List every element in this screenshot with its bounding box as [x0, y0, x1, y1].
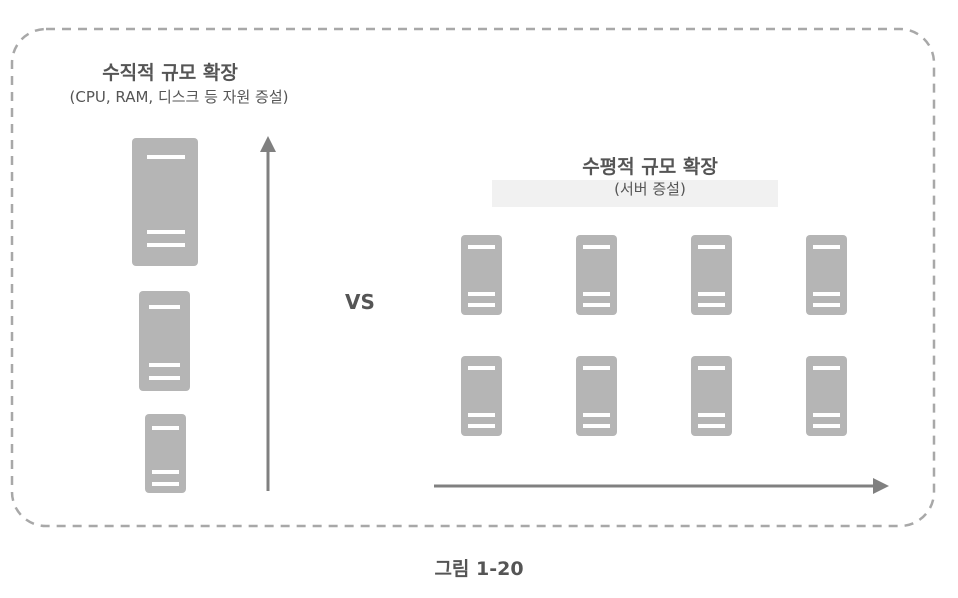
horizontal-server-r1-c1	[461, 235, 502, 315]
horizontal-server-r2-c1	[461, 356, 502, 436]
vertical-server-medium	[139, 291, 190, 391]
vs-label: VS	[345, 290, 375, 314]
horizontal-server-r2-c2	[576, 356, 617, 436]
vertical-scaling-subtitle: (CPU, RAM, 디스크 등 자원 증설)	[69, 88, 289, 106]
watermark-band	[492, 180, 778, 207]
horizontal-scaling-title: 수평적 규모 확장	[582, 156, 718, 178]
vertical-server-small	[145, 414, 186, 493]
horizontal-server-r1-c4	[806, 235, 847, 315]
dashed-frame	[10, 27, 936, 528]
horizontal-server-r2-c3	[691, 356, 732, 436]
horizontal-scaling-subtitle: (서버 증설)	[614, 180, 686, 198]
vertical-scaling-title: 수직적 규모 확장	[102, 62, 238, 84]
horizontal-arrow	[434, 478, 889, 494]
vertical-server-large	[132, 138, 198, 266]
vertical-arrow	[260, 136, 276, 491]
figure-caption: 그림 1-20	[434, 558, 524, 580]
horizontal-server-r1-c2	[576, 235, 617, 315]
horizontal-server-r2-c4	[806, 356, 847, 436]
horizontal-server-r1-c3	[691, 235, 732, 315]
